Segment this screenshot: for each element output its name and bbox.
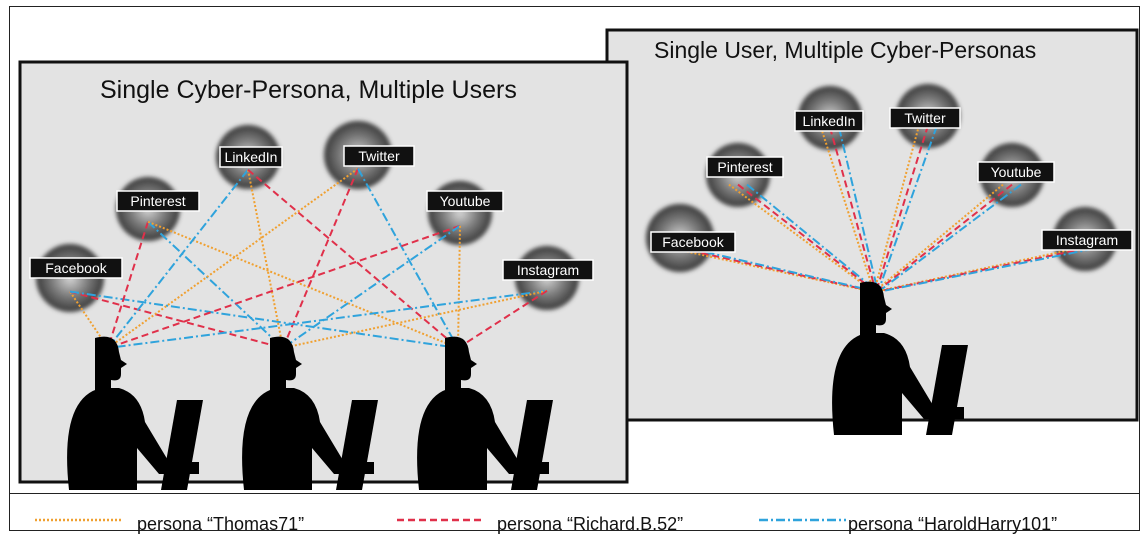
right-linkedin-label: LinkedIn (803, 113, 856, 129)
outer-frame (9, 6, 1140, 531)
left-connector (69, 290, 459, 349)
left-linkedin-label: LinkedIn (225, 149, 278, 165)
right-connector (873, 125, 920, 293)
right-connector (877, 183, 1022, 293)
left-youtube-label-box (426, 190, 504, 212)
left-user-silhouette-1 (67, 336, 203, 490)
left-connector (147, 221, 284, 349)
left-connector (107, 289, 548, 349)
left-pinterest-label-box (116, 190, 200, 212)
left-pinterest-label: Pinterest (130, 193, 185, 209)
right-twitter-label: Twitter (904, 110, 946, 126)
left-user-silhouette-3 (417, 336, 553, 490)
right-connector (877, 125, 938, 293)
left-panel-title: Single Cyber-Persona, Multiple Users (100, 76, 517, 104)
right-youtube-label-box (977, 161, 1055, 183)
left-connector (282, 289, 548, 349)
left-connector (247, 169, 459, 349)
left-twitter-label-box (343, 145, 415, 167)
right-pinterest-label: Pinterest (717, 159, 772, 175)
left-connector (457, 289, 548, 349)
right-connector (838, 127, 879, 293)
right-instagram-label-box (1041, 229, 1133, 251)
right-connector (737, 183, 877, 293)
right-twitter-label-box (889, 107, 961, 129)
right-instagram-label: Instagram (1056, 232, 1118, 248)
right-facebook-label: Facebook (662, 234, 724, 250)
right-user-silhouette-1 (832, 281, 968, 435)
left-instagram-label: Instagram (517, 262, 579, 278)
left-connector (107, 221, 149, 349)
right-connector (820, 127, 875, 293)
left-facebook-label: Facebook (45, 260, 107, 276)
right-facebook-label-box (650, 231, 736, 253)
right-connector (670, 247, 875, 293)
left-twitter-label: Twitter (358, 148, 400, 164)
right-connector (877, 247, 1095, 293)
left-connector (457, 225, 461, 349)
right-connector (829, 127, 877, 293)
right-linkedin-label-box (794, 110, 864, 132)
left-user-silhouette-2 (242, 336, 378, 490)
left-youtube-label: Youtube (440, 193, 491, 209)
left-connector (107, 224, 461, 349)
right-connector (875, 125, 929, 293)
right-connector (875, 183, 1013, 293)
right-pinterest-label-box (706, 156, 784, 178)
left-linkedin-label-box (219, 146, 283, 168)
left-facebook-label-box (29, 257, 123, 279)
legend-label-richard-b52: persona “Richard.B.52” (497, 514, 684, 534)
right-connector (875, 247, 1086, 293)
left-connector (69, 290, 284, 349)
left-instagram-label-box (502, 259, 594, 281)
legend-label-thomas71: persona “Thomas71” (137, 514, 305, 534)
right-connector (746, 183, 879, 293)
left-connector (282, 224, 461, 349)
right-panel-title: Single User, Multiple Cyber-Personas (654, 37, 1037, 63)
left-connector (357, 168, 459, 349)
left-connector (107, 169, 249, 349)
left-connector (107, 167, 359, 349)
right-youtube-label: Youtube (991, 164, 1042, 180)
right-connector (688, 247, 879, 293)
legend-label-haroldharry101: persona “HaroldHarry101” (848, 514, 1058, 534)
